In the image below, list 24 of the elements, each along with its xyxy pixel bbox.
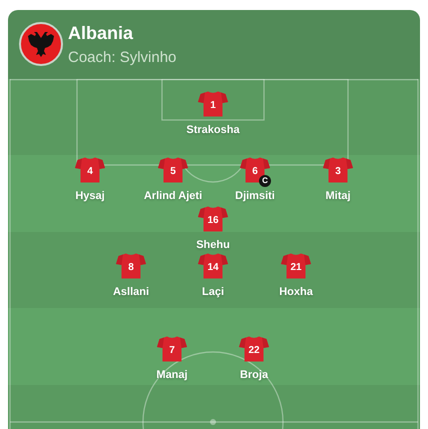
player-name: Hysaj xyxy=(75,189,105,203)
shirt-number: 21 xyxy=(290,261,302,273)
player-name: Arlind Ajeti xyxy=(144,189,202,203)
shirt-number: 1 xyxy=(210,99,216,111)
player-name: Djimsiti xyxy=(235,189,275,203)
shirt-number: 22 xyxy=(248,344,260,356)
shirt-number: 3 xyxy=(335,165,341,177)
player-name: Asllani xyxy=(112,285,150,299)
shirt-number: 6 xyxy=(252,165,258,177)
player-name: Shehu xyxy=(196,238,230,252)
shirt-number: 5 xyxy=(170,165,176,177)
player-name: Mitaj xyxy=(325,189,351,203)
shirt-number: 4 xyxy=(87,165,93,177)
player-name: Hoxha xyxy=(279,285,313,299)
player-name: Broja xyxy=(240,368,268,382)
team-name: Albania xyxy=(68,22,134,44)
coach-text: Coach: Sylvinho xyxy=(68,49,176,67)
player-name: Strakosha xyxy=(186,123,240,137)
shirt-number: 8 xyxy=(128,261,134,273)
player-name: Laçi xyxy=(202,285,224,299)
shirt-number: 14 xyxy=(207,261,219,273)
player-name: Manaj xyxy=(156,368,188,382)
shirt-number: 7 xyxy=(169,344,175,356)
shirt-number: 16 xyxy=(207,214,219,226)
